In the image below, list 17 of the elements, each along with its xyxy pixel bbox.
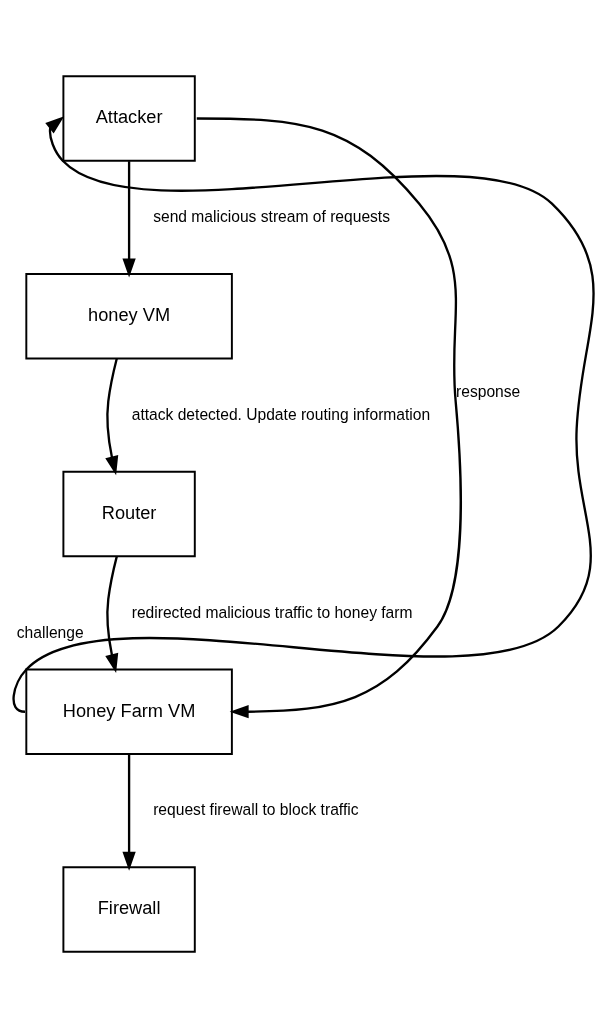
- node-box: Firewall: [62, 866, 196, 953]
- edge-label: request firewall to block traffic: [153, 801, 359, 819]
- arrow: [196, 117, 462, 719]
- arrow: [105, 556, 119, 673]
- node-box: honey VM: [25, 273, 233, 360]
- edge-label: redirected malicious traffic to honey farm: [131, 603, 413, 621]
- edge-label: send malicious stream of requests: [153, 208, 391, 226]
- node-box: Attacker: [62, 75, 196, 162]
- arrow: [105, 358, 119, 476]
- arrow: [122, 754, 136, 871]
- edge-label: challenge: [16, 624, 84, 642]
- node-box: Router: [62, 470, 196, 558]
- node-box: Honey Farm VM: [25, 668, 233, 755]
- edge-label: response: [456, 383, 521, 401]
- arrow: [12, 116, 595, 713]
- edge-label: attack detected. Update routing information: [131, 405, 431, 423]
- arrow: [122, 161, 136, 278]
